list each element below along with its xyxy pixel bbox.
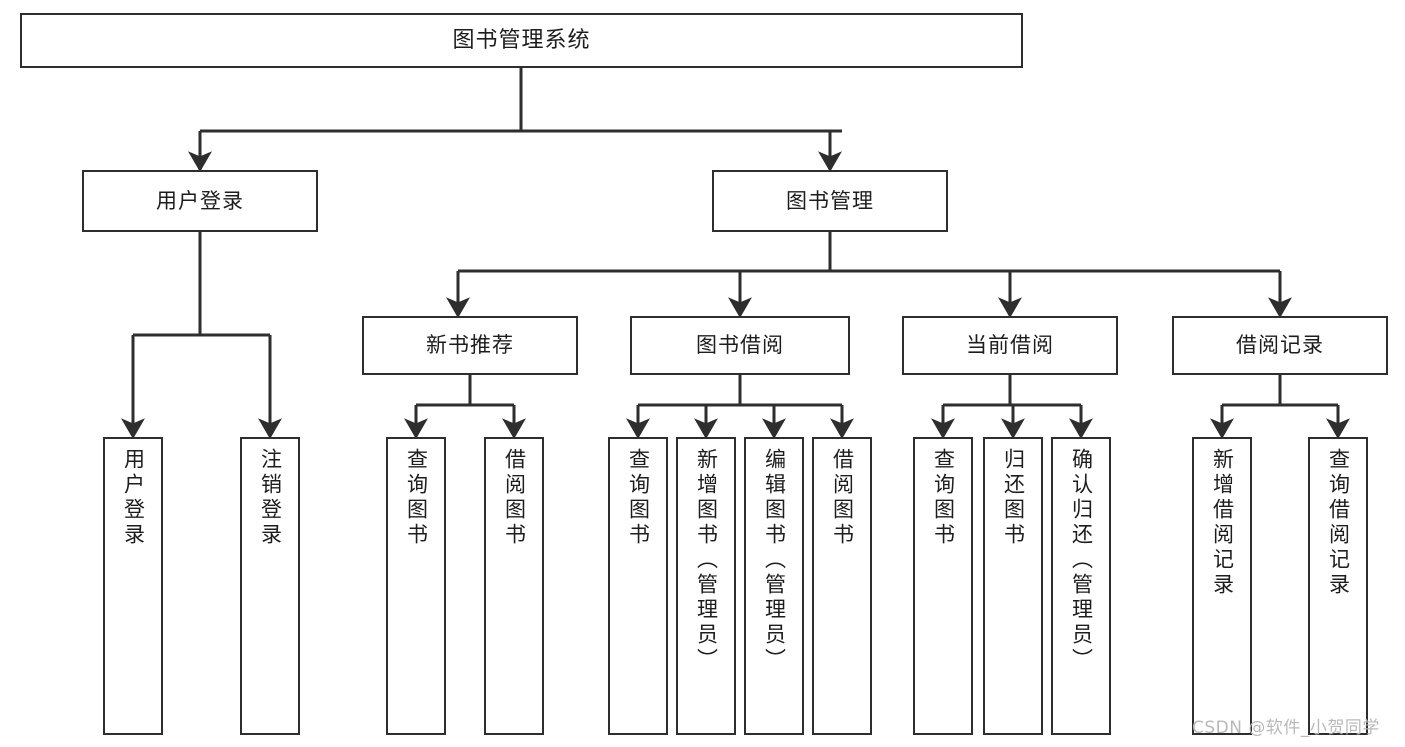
- leaf-edit-book-admin-label: 编辑图书（管理员）: [762, 448, 787, 673]
- node-new-book-recommend[interactable]: 新书推荐: [362, 316, 578, 375]
- leaf-user-login[interactable]: 用户登录: [103, 437, 163, 735]
- leaf-return-book-label: 归还图书: [1001, 448, 1026, 548]
- leaf-lend-book-label: 借阅图书: [830, 448, 855, 548]
- leaf-query-borrow-record-label: 查询借阅记录: [1326, 448, 1351, 598]
- leaf-borrow-book-recommend-label: 借阅图书: [502, 448, 527, 548]
- leaf-lend-book[interactable]: 借阅图书: [812, 437, 872, 735]
- node-user-login[interactable]: 用户登录: [82, 170, 318, 232]
- node-book-management[interactable]: 图书管理: [712, 170, 948, 232]
- node-root-label: 图书管理系统: [452, 27, 591, 53]
- csdn-watermark: CSDN @软件_小贺同学: [1192, 718, 1380, 738]
- leaf-confirm-return-admin-label: 确认归还（管理员）: [1069, 448, 1094, 673]
- leaf-add-book-admin-label: 新增图书（管理员）: [694, 448, 719, 673]
- leaf-add-borrow-record[interactable]: 新增借阅记录: [1192, 437, 1252, 735]
- leaf-logout-label: 注销登录: [258, 448, 283, 548]
- leaf-query-book-recommend[interactable]: 查询图书: [386, 437, 446, 735]
- leaf-return-book[interactable]: 归还图书: [983, 437, 1043, 735]
- node-book-borrow-label: 图书借阅: [696, 333, 784, 358]
- node-book-borrow[interactable]: 图书借阅: [630, 316, 850, 375]
- node-borrow-record[interactable]: 借阅记录: [1172, 316, 1388, 375]
- leaf-borrow-book-recommend[interactable]: 借阅图书: [484, 437, 544, 735]
- node-new-book-recommend-label: 新书推荐: [426, 333, 514, 358]
- leaf-query-book-borrow-label: 查询图书: [626, 448, 651, 548]
- node-root[interactable]: 图书管理系统: [20, 13, 1023, 68]
- leaf-query-borrow-record[interactable]: 查询借阅记录: [1308, 437, 1368, 735]
- leaf-query-book-current[interactable]: 查询图书: [913, 437, 973, 735]
- node-user-login-label: 用户登录: [156, 188, 244, 213]
- leaf-query-book-current-label: 查询图书: [931, 448, 956, 548]
- leaf-add-book-admin[interactable]: 新增图书（管理员）: [676, 437, 736, 735]
- node-current-borrow[interactable]: 当前借阅: [902, 316, 1118, 375]
- leaf-query-book-borrow[interactable]: 查询图书: [608, 437, 668, 735]
- leaf-edit-book-admin[interactable]: 编辑图书（管理员）: [744, 437, 804, 735]
- node-current-borrow-label: 当前借阅: [966, 333, 1054, 358]
- node-book-management-label: 图书管理: [786, 188, 874, 213]
- leaf-confirm-return-admin[interactable]: 确认归还（管理员）: [1051, 437, 1111, 735]
- leaf-query-book-recommend-label: 查询图书: [404, 448, 429, 548]
- leaf-logout[interactable]: 注销登录: [240, 437, 300, 735]
- leaf-user-login-label: 用户登录: [121, 448, 146, 548]
- node-borrow-record-label: 借阅记录: [1236, 333, 1324, 358]
- leaf-add-borrow-record-label: 新增借阅记录: [1210, 448, 1235, 598]
